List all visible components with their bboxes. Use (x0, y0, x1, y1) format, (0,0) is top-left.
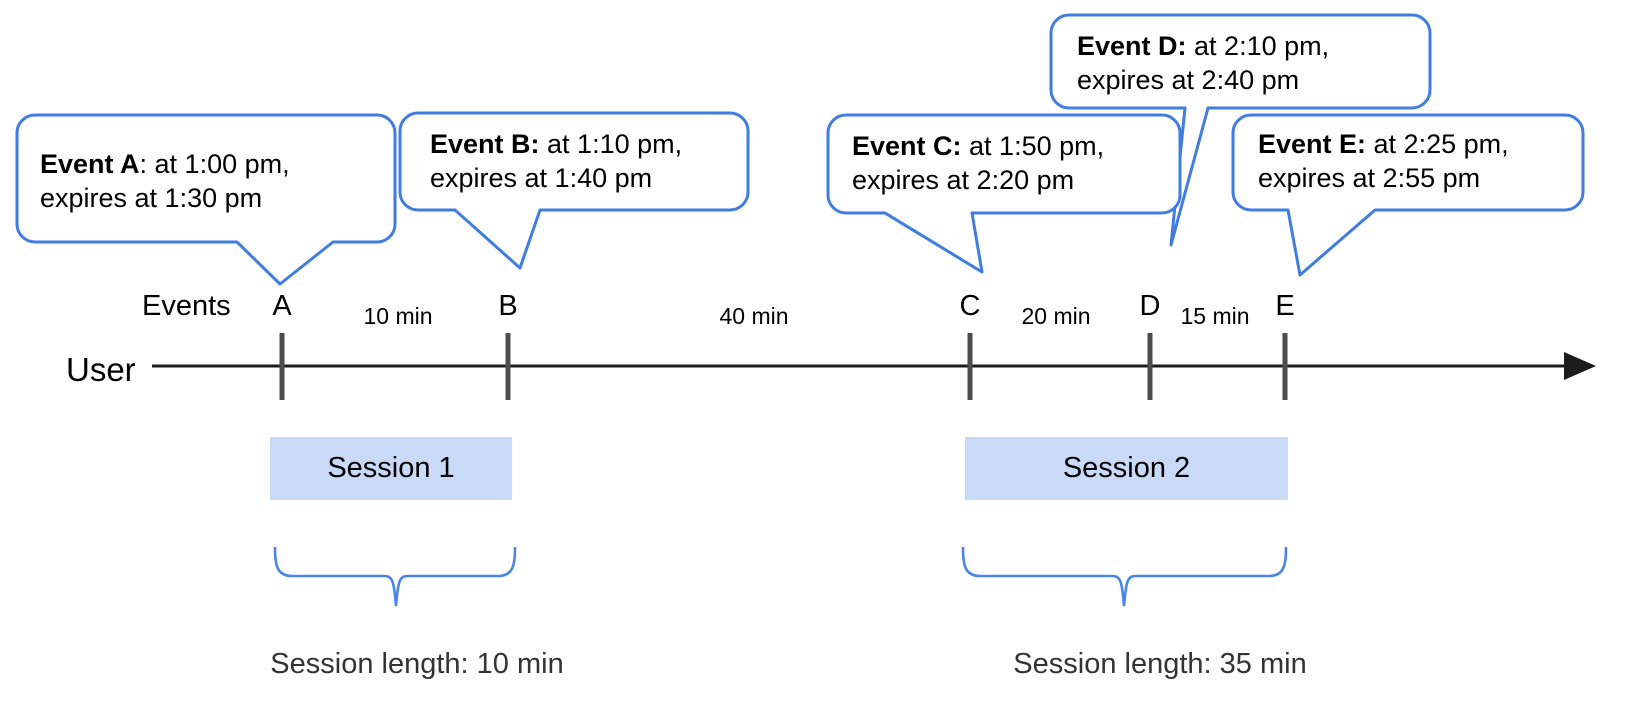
session-2-length-label: Session length: 35 min (1013, 648, 1307, 680)
event-letter-e: E (1275, 290, 1295, 322)
event-a-line1: Event A: at 1:00 pm, (40, 149, 290, 179)
session-2-label: Session 2 (1062, 452, 1191, 484)
interval-label-d-e: 15 min (1180, 303, 1250, 329)
event-d-line1: Event D: at 2:10 pm, (1077, 31, 1330, 61)
event-d-bubble-text: Event D: at 2:10 pm, expires at 2:40 pm (1077, 29, 1329, 97)
session-2-brace (961, 546, 1288, 607)
event-b-bubble-text: Event B: at 1:10 pm, expires at 1:40 pm (430, 127, 682, 195)
timeline-arrowhead (1564, 352, 1596, 380)
event-letter-c: C (959, 290, 981, 322)
interval-label-c-d: 20 min (1021, 303, 1091, 329)
session-1-label: Session 1 (327, 452, 455, 484)
events-row-label: Events (142, 290, 231, 322)
event-letter-b: B (498, 290, 518, 322)
event-e-bubble-text: Event E: at 2:25 pm, expires at 2:55 pm (1258, 127, 1509, 195)
event-a-bubble-text: Event A: at 1:00 pm, expires at 1:30 pm (40, 147, 290, 215)
event-e-bubble (1231, 113, 1585, 277)
user-axis-label: User (66, 351, 136, 388)
event-a-bubble (15, 113, 397, 286)
event-letter-a: A (272, 290, 292, 322)
session-1-brace (273, 546, 517, 607)
event-e-line1: Event E: at 2:25 pm, (1258, 129, 1509, 159)
event-a-line2: expires at 1:30 pm (40, 183, 263, 213)
event-c-bubble (826, 113, 1182, 274)
interval-label-b-c: 40 min (719, 303, 789, 329)
event-c-line1: Event C: at 1:50 pm, (852, 131, 1105, 161)
event-b-line1: Event B: at 1:10 pm, (430, 129, 683, 159)
event-letter-d: D (1139, 290, 1161, 322)
event-b-line2: expires at 1:40 pm (430, 163, 653, 193)
session-1-length-label: Session length: 10 min (270, 648, 564, 680)
event-c-line2: expires at 2:20 pm (852, 165, 1075, 195)
event-b-bubble (398, 111, 750, 270)
session-2-box: Session 2 (965, 437, 1288, 500)
interval-label-a-b: 10 min (363, 303, 433, 329)
event-d-line2: expires at 2:40 pm (1077, 65, 1300, 95)
event-e-line2: expires at 2:55 pm (1258, 163, 1481, 193)
event-c-bubble-text: Event C: at 1:50 pm, expires at 2:20 pm (852, 129, 1104, 197)
session-1-box: Session 1 (270, 437, 512, 500)
event-d-bubble (1049, 13, 1432, 247)
